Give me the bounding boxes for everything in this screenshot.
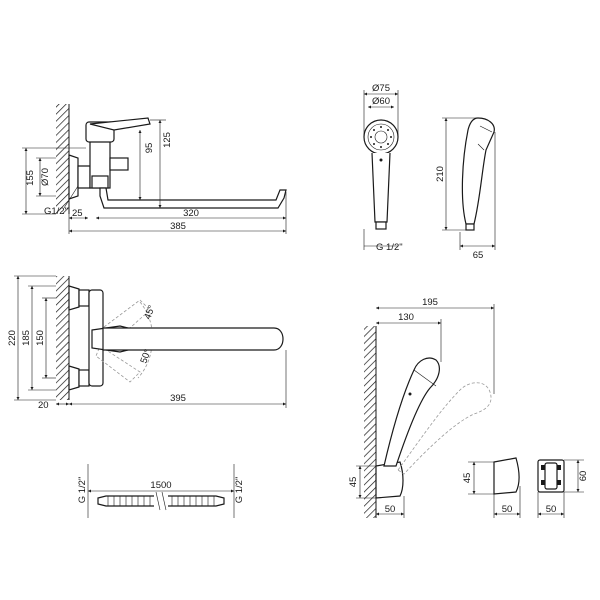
dim-45-side: 45 xyxy=(462,473,473,484)
shower-handle-front xyxy=(371,152,391,223)
holder-side xyxy=(493,457,520,495)
lever-handle xyxy=(89,117,151,131)
holder-front-view: 60 50 xyxy=(537,459,589,518)
dim-95: 95 xyxy=(144,143,155,154)
hose-ribbing xyxy=(107,496,215,506)
eccentric-upper xyxy=(68,285,80,311)
dim-185: 185 xyxy=(21,330,32,346)
shower-holder-mounted: 195 130 45 50 xyxy=(348,297,495,518)
dim-395: 395 xyxy=(170,393,186,404)
wall-hatch-holder xyxy=(364,326,376,518)
shower-head-side xyxy=(461,117,495,225)
spray-holes xyxy=(370,126,392,148)
shower-hose: 1500 G 1/2" G 1/2" xyxy=(77,464,245,518)
dim-210: 210 xyxy=(435,166,446,182)
dim-385: 385 xyxy=(170,221,186,232)
holder-side-view: 45 50 xyxy=(462,457,521,518)
dim-diameter-70: Ø70 xyxy=(40,168,51,186)
hose-length: 1500 xyxy=(150,480,171,491)
dim-50-side: 50 xyxy=(502,504,513,515)
dim-25: 25 xyxy=(72,208,83,219)
spout xyxy=(99,187,287,209)
shower-ghost xyxy=(397,382,492,475)
thread-label-top: G1/2" xyxy=(44,206,68,217)
dim-220: 220 xyxy=(7,330,18,346)
dim-130: 130 xyxy=(398,312,414,323)
thread-label-shower: G 1/2" xyxy=(376,242,403,253)
eccentric-lower xyxy=(68,365,80,391)
dim-65: 65 xyxy=(473,250,484,261)
dim-diameter-60: Ø60 xyxy=(372,96,390,107)
dim-195: 195 xyxy=(422,297,438,308)
dim-150: 150 xyxy=(35,330,46,346)
hose-thread-left: G 1/2" xyxy=(77,477,88,504)
wall-flange xyxy=(68,154,79,200)
dim-320: 320 xyxy=(183,208,199,219)
dim-45-mounted: 45 xyxy=(348,477,359,488)
dim-60-front: 60 xyxy=(578,471,589,482)
angle-50: 50° xyxy=(138,348,153,365)
hose-thread-right: G 1/2" xyxy=(234,477,245,504)
angle-45: 45° xyxy=(142,304,157,321)
wall-hatch-mid xyxy=(56,276,69,400)
spout-top xyxy=(102,327,284,351)
dim-20: 20 xyxy=(38,400,49,411)
holder-mounted xyxy=(375,461,404,499)
wall-hatch-top xyxy=(56,104,69,214)
hand-shower-views: Ø75 Ø60 G 1/2" 210 65 xyxy=(363,83,496,261)
dim-50-mounted: 50 xyxy=(385,504,396,515)
dim-50-front: 50 xyxy=(546,504,557,515)
faucet-side-view: 155 Ø70 125 95 G1/2" 25 320 385 xyxy=(22,104,287,234)
shower-inclined xyxy=(383,357,440,467)
shower-head-front xyxy=(363,119,399,155)
dim-diameter-75: Ø75 xyxy=(372,83,390,94)
dim-155: 155 xyxy=(25,170,36,186)
faucet-top-view: 45° 50° 220 185 150 20 395 xyxy=(7,275,287,411)
dim-125: 125 xyxy=(162,132,173,148)
